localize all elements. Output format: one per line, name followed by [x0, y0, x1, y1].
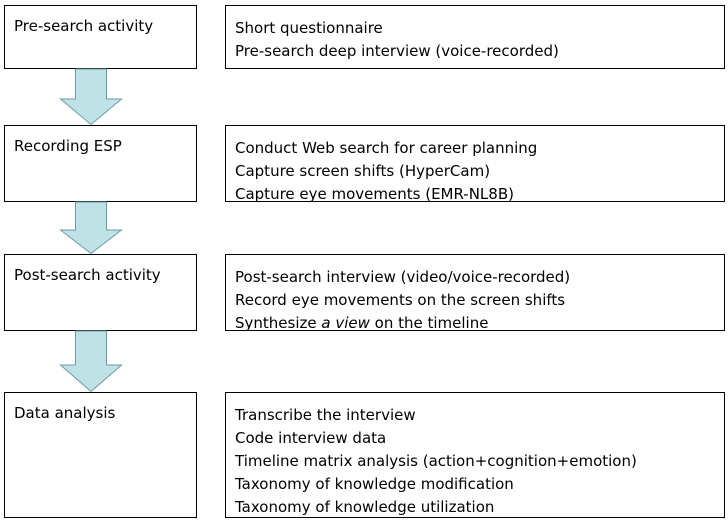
detail-item: Code interview data	[235, 429, 387, 447]
down-arrow-icon	[59, 330, 123, 393]
stage-box-post-search: Post-search activity	[4, 254, 197, 331]
detail-item: Capture screen shifts (HyperCam)	[235, 162, 491, 180]
detail-box-post-search: Post-search interview (video/voice-recor…	[225, 254, 725, 332]
detail-box-data-analysis: Transcribe the interview Code interview …	[225, 392, 725, 518]
stage-box-pre-search: Pre-search activity	[4, 5, 197, 69]
detail-item: Conduct Web search for career planning	[235, 139, 538, 157]
detail-item: Capture eye movements (EMR-NL8B)	[235, 185, 514, 203]
detail-text: on the timeline	[369, 314, 489, 332]
stage-label-recording: Recording ESP	[14, 137, 122, 155]
detail-item: Timeline matrix analysis (action+cogniti…	[235, 452, 637, 470]
detail-list-data-analysis: Transcribe the interview Code interview …	[235, 404, 637, 519]
detail-item: Post-search interview (video/voice-recor…	[235, 268, 571, 286]
stage-label-data-analysis: Data analysis	[14, 404, 116, 422]
detail-list-post-search: Post-search interview (video/voice-recor…	[235, 266, 570, 335]
detail-item: Pre-search deep interview (voice-recorde…	[235, 42, 559, 60]
detail-item: Synthesize a view on the timeline	[235, 312, 570, 335]
down-arrow-icon	[59, 201, 123, 255]
detail-list-recording: Conduct Web search for career planning C…	[235, 137, 537, 206]
italic-phrase: a view	[321, 314, 370, 332]
detail-list-pre-search: Short questionnaire Pre-search deep inte…	[235, 17, 559, 63]
detail-text: Synthesize	[235, 314, 322, 332]
detail-item: Taxonomy of knowledge utilization	[235, 498, 495, 516]
stage-box-recording: Recording ESP	[4, 125, 197, 202]
detail-item: Short questionnaire	[235, 19, 383, 37]
stage-label-pre-search: Pre-search activity	[14, 17, 154, 35]
detail-item: Transcribe the interview	[235, 406, 416, 424]
stage-box-data-analysis: Data analysis	[4, 392, 197, 518]
down-arrow-icon	[59, 68, 123, 126]
detail-item: Record eye movements on the screen shift…	[235, 291, 566, 309]
detail-box-recording: Conduct Web search for career planning C…	[225, 125, 725, 203]
detail-item: Taxonomy of knowledge modification	[235, 475, 514, 493]
stage-label-post-search: Post-search activity	[14, 266, 161, 284]
detail-box-pre-search: Short questionnaire Pre-search deep inte…	[225, 5, 725, 69]
